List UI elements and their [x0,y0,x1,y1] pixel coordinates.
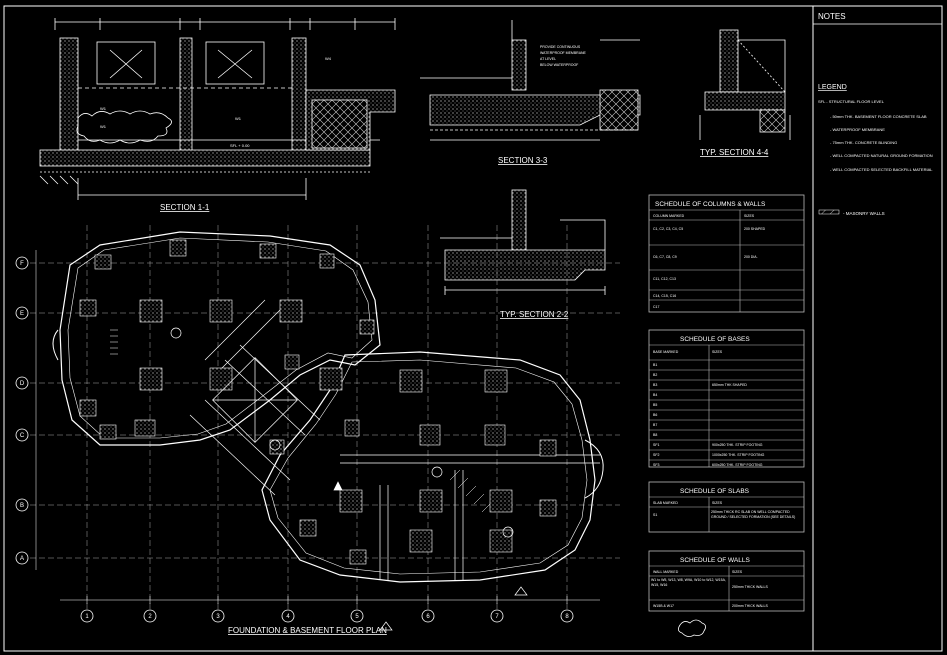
table-cell: 600x250 THK. STRIP FOOTING [712,463,763,467]
grid-row-label: F [20,261,24,267]
table-cell: B8 [653,433,657,437]
schedule-walls: SCHEDULE OF WALLS WALL MARKED SIZES W1 t… [648,550,805,612]
grid-col-label: 4 [286,614,290,620]
svg-text:W4: W4 [325,56,332,61]
notes-title: NOTES [818,12,846,21]
grid-col-label: 8 [565,614,569,620]
table-header: BASE MARKED [653,350,679,354]
table-header: WALL MARKED [653,570,679,574]
schedule-slabs: SCHEDULE OF SLABS SLAB MARKED SIZES S1 2… [648,481,805,533]
table-header: COLUMN MARKED [653,214,685,218]
grid-col-label: 1 [85,614,89,620]
grid-col-markers [80,609,574,623]
foundation-plan [30,225,620,631]
table-cell: B4 [653,393,657,397]
typ-section-4-4 [699,29,791,140]
table-cell: W1 to W5, W13, W8, W9A, W10 to W12, W15A… [651,578,726,587]
schedule-bases-title: SCHEDULE OF BASES [680,336,750,343]
grid-col-label: 2 [148,614,152,620]
grid-row-label: E [20,311,24,317]
schedule-walls-title: SCHEDULE OF WALLS [680,557,750,564]
schedule-slabs-title: SCHEDULE OF SLABS [680,488,750,495]
sheet-border [3,5,943,652]
table-cell: W15B & W17 [653,604,674,608]
svg-text:BELOW WATERPROOF: BELOW WATERPROOF [540,63,578,67]
table-header: SIZES [744,214,755,218]
table-cell: C6, C7, C8, C9 [653,255,677,259]
typ-section-2-2 [440,189,606,295]
table-cell: 650mm THK SHAPED [712,383,747,387]
table-cell: 200mm THICK WALLS [732,604,768,608]
table-cell: 1000x250 THK. STRIP FOOTING [712,453,765,457]
table-cell: 250mm THICK WALLS [732,585,768,589]
legend-item-blinding: - 75mm THK. CONCRETE BLINDING [830,140,897,145]
table-header: SLAB MARKED [653,501,678,505]
legend-item-slab: - 50mm THK. BASEMENT FLOOR CONCRETE SLAB [830,114,927,119]
schedule-columns-walls: SCHEDULE OF COLUMNS & WALLS COLUMN MARKE… [648,194,805,313]
schedule-bases: SCHEDULE OF BASES BASE MARKED SIZES B1B2… [648,329,805,468]
legend-item-sfl: SFL - STRUCTURAL FLOOR LEVEL [818,99,885,104]
grid-col-label: 6 [426,614,430,620]
typ-section-4-4-title: TYP. SECTION 4-4 [700,148,769,157]
table-cell: SF1 [653,443,659,447]
table-cell: SF2 [653,453,659,457]
section-3-3: PROVIDE CONTINUOUS WATERPROOF MEMBRANE A… [420,20,641,141]
table-cell: B3 [653,383,657,387]
table-cell: S1 [653,513,657,517]
grid-col-label: 5 [355,614,359,620]
svg-text:WATERPROOF MEMBRANE: WATERPROOF MEMBRANE [540,51,587,55]
legend-title: LEGEND [818,84,847,91]
svg-text:PROVIDE CONTINUOUS: PROVIDE CONTINUOUS [540,45,581,49]
table-cell: B7 [653,423,657,427]
table-cell: SF3 [653,463,659,467]
legend-item-ground: - WELL COMPACTED NATURAL GROUND FORMATIO… [830,153,933,158]
grid-row-label: C [20,433,25,439]
plan-dimensions [35,250,600,604]
table-cell: B5 [653,403,657,407]
svg-text:W1: W1 [100,124,107,129]
table-cell: B6 [653,413,657,417]
section-1-1: W1 W1 W1 W4 SFL + 0.00 [39,18,396,200]
table-cell: B2 [653,373,657,377]
table-cell: 900x250 THK. STRIP FOOTING [712,443,763,447]
grid-row-label: A [20,556,24,562]
legend-item-backfill: - WELL COMPACTED SELECTED BACKFILL MATER… [830,167,933,172]
grid-col-label: 3 [216,614,220,620]
table-cell: C17 [653,305,659,309]
legend-item-masonry: - MASONRY WALLS [843,211,885,216]
grid-row-label: B [20,503,24,509]
svg-text:W1: W1 [235,116,242,121]
table-header: SIZES [712,350,723,354]
grid-row-markers [15,256,29,565]
schedule-columns-title: SCHEDULE OF COLUMNS & WALLS [655,201,766,208]
svg-text:AT LEVEL: AT LEVEL [540,57,556,61]
table-cell: C14, C15, C16 [653,294,676,298]
table-header: SIZES [712,501,723,505]
svg-text:SFL + 0.00: SFL + 0.00 [230,143,250,148]
table-cell: C11, C12, C13 [653,277,676,281]
typ-section-2-2-title: TYP. SECTION 2-2 [500,310,569,319]
table-cell: B1 [653,363,657,367]
legend-item-membrane: - WATERPROOF MEMBRANE [830,127,885,132]
plan-title: FOUNDATION & BASEMENT FLOOR PLAN [228,626,387,635]
section-3-3-title: SECTION 3-3 [498,156,548,165]
table-header: SIZES [732,570,743,574]
grid-row-label: D [20,381,25,387]
table-cell: 200 SHAPED [744,227,766,231]
notes-panel: NOTES LEGEND SFL - STRUCTURAL FLOOR LEVE… [818,12,933,216]
table-cell: 250mm THICK RC SLAB ON WELL COMPACTED GR… [711,510,796,519]
table-cell: C1, C2, C3, C4, C5 [653,227,683,231]
svg-text:W1: W1 [100,106,107,111]
revision-cloud [678,619,706,637]
grid-col-label: 7 [495,614,499,620]
table-cell: 200 DIA. [744,255,758,259]
section-1-1-title: SECTION 1-1 [160,203,210,212]
